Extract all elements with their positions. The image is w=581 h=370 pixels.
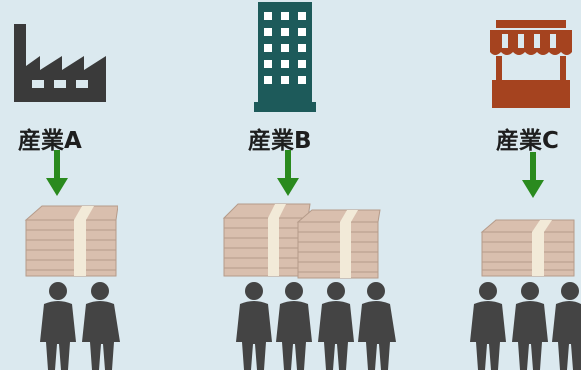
money-stack-icon [222,203,381,279]
office-building-icon [254,2,316,112]
factory-icon [14,24,106,102]
industry-b-column: 産業B [210,0,396,370]
industry-c-column: 産業C [450,0,581,370]
industry-c-label: 産業C [496,128,559,154]
arrow-down-icon [46,150,68,196]
people-icon [236,282,396,370]
industry-a-label: 産業A [18,128,82,154]
people-icon [470,282,581,370]
shop-icon [490,20,572,108]
people-icon [40,282,120,370]
arrow-down-icon [277,150,299,196]
money-stack-icon [480,219,575,277]
industry-b-label: 産業B [248,128,312,154]
industry-a-column: 産業A [0,0,160,370]
arrow-down-icon [522,152,544,198]
money-stack-icon [24,205,118,277]
